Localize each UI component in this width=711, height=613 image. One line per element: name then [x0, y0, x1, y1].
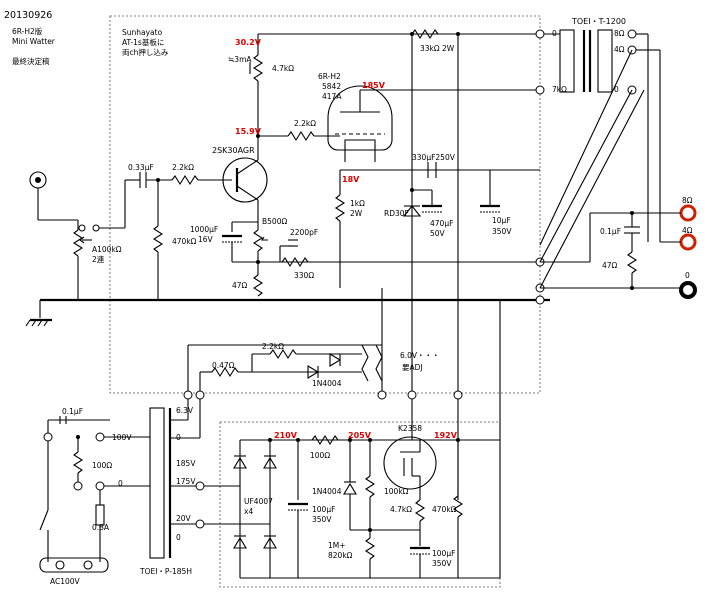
b500-label: B500Ω: [262, 217, 287, 226]
amp-board-outline: [109, 15, 541, 394]
r820k-label: 820kΩ: [328, 551, 353, 560]
r330-label: 330Ω: [294, 271, 314, 280]
tube-sub2: 417A: [322, 92, 342, 101]
c01l-label: 0.1μF: [62, 407, 83, 416]
o4-label: 4Ω: [682, 226, 693, 235]
s63-label: 6.3V: [176, 406, 194, 415]
v205-label: 205V: [348, 431, 372, 440]
c470v-label: 50V: [430, 229, 446, 238]
mosfet-symbol: [383, 436, 437, 490]
tube-name: 6R-H2: [318, 72, 341, 81]
r4k7b-label: 4.7kΩ: [390, 505, 412, 514]
r100k-label: 100kΩ: [384, 487, 409, 496]
t0-label: 0: [552, 29, 557, 38]
r2k2-h-label: 2.2kΩ: [262, 342, 284, 351]
c470-label: 470μF: [430, 219, 453, 228]
v30-label: 30.2V: [235, 38, 262, 47]
board-line3: 両ch押し込み: [122, 47, 169, 57]
ufx-label: x4: [244, 507, 253, 516]
r470k-label: 470kΩ: [172, 237, 197, 246]
uf-label: UF4007: [244, 497, 273, 506]
c033-label: 0.33μF: [128, 163, 154, 172]
t100v-label: 100V: [112, 433, 132, 442]
c10v-label: 350V: [492, 227, 512, 236]
c2200-label: 2200pF: [290, 228, 318, 237]
ac-plug-icon: [39, 557, 109, 573]
out-trans-label: TOEI・T-1200: [571, 17, 626, 26]
hadj-label: 要ADJ: [402, 363, 423, 372]
d1n4004-label: 1N4004: [312, 379, 342, 388]
r47a-label: 47Ω: [232, 281, 248, 290]
r2k2-in-label: 2.2kΩ: [172, 163, 194, 172]
r047-label: 0.47Ω: [212, 361, 235, 370]
fuse-label: 0.8A: [92, 523, 110, 532]
s175-label: 175V: [176, 477, 196, 486]
fet-label: 2SK30AGR: [212, 146, 255, 155]
output-0-terminal: [679, 281, 697, 299]
date-label: 20130926: [4, 10, 52, 21]
r100b-label: 100Ω: [310, 451, 330, 460]
r470kb-label: 470kΩ: [432, 505, 457, 514]
header-line3: 最終決定稿: [12, 56, 50, 66]
output-8ohm-terminal: [679, 204, 697, 222]
c01r-label: 0.1μF: [600, 227, 621, 236]
c100bv-label: 350V: [432, 559, 452, 568]
r1m-label: 1M+: [328, 541, 346, 550]
r4k7-label: 4.7kΩ: [272, 64, 294, 73]
s185-label: 185V: [176, 459, 196, 468]
r33k-label: 33kΩ 2W: [420, 44, 455, 53]
v15-label: 15.9V: [235, 127, 262, 136]
c100b-label: 100μF: [432, 549, 455, 558]
r1kw-label: 2W: [350, 209, 363, 218]
output-4ohm-terminal: [679, 233, 697, 251]
v18-label: 18V: [342, 175, 360, 184]
r2k2-grid-label: 2.2kΩ: [294, 119, 316, 128]
r100-label: 100Ω: [92, 461, 112, 470]
header-line2: Mini Watter: [12, 37, 56, 46]
c100av-label: 350V: [312, 515, 332, 524]
tube-sub1: 5842: [322, 82, 341, 91]
t0b-label: 0: [614, 85, 619, 94]
pot-label: A100kΩ: [92, 245, 122, 254]
ac-label: AC100V: [50, 577, 81, 586]
r47r-label: 47Ω: [602, 261, 618, 270]
c1000-label: 1000μF: [190, 225, 218, 234]
i3ma-label: ≒3mA: [228, 55, 252, 64]
k2358-label: K2358: [398, 424, 422, 433]
c10-label: 10μF: [492, 216, 511, 225]
c1000v-label: 16V: [198, 235, 214, 244]
output-transformer-symbol: [559, 29, 613, 93]
rd30f-label: RD30F: [384, 209, 409, 218]
header-line1: 6R-H2版: [12, 26, 43, 36]
ptrans-label: TOEI・P-185H: [139, 567, 192, 576]
s20-label: 20V: [176, 514, 192, 523]
t4-label: 4Ω: [614, 45, 625, 54]
t8-label: 8Ω: [614, 29, 625, 38]
s0b-label: 0: [176, 533, 181, 542]
board-line1: Sunhayato: [122, 28, 163, 37]
v185-label: 185V: [362, 81, 386, 90]
o0-label: 0: [685, 271, 690, 280]
fet-symbol: [222, 157, 268, 203]
d1n4004b-label: 1N4004: [312, 487, 342, 496]
t7k-label: 7kΩ: [552, 85, 567, 94]
h6v-label: 6.0V・・・: [400, 351, 440, 360]
t0l-label: 0: [118, 479, 123, 488]
r1k-label: 1kΩ: [350, 199, 365, 208]
pot2-label: 2連: [92, 254, 105, 264]
o8-label: 8Ω: [682, 196, 693, 205]
power-transformer-symbol: [149, 407, 172, 559]
psu-board-outline: [219, 421, 501, 588]
vacuum-tube: [327, 85, 393, 151]
c330-label: 330μF250V: [412, 153, 456, 162]
v210-label: 210V: [274, 431, 298, 440]
v192-label: 192V: [434, 431, 458, 440]
c100a-label: 100μF: [312, 505, 335, 514]
board-line2: AT-1s基板に: [122, 37, 164, 47]
